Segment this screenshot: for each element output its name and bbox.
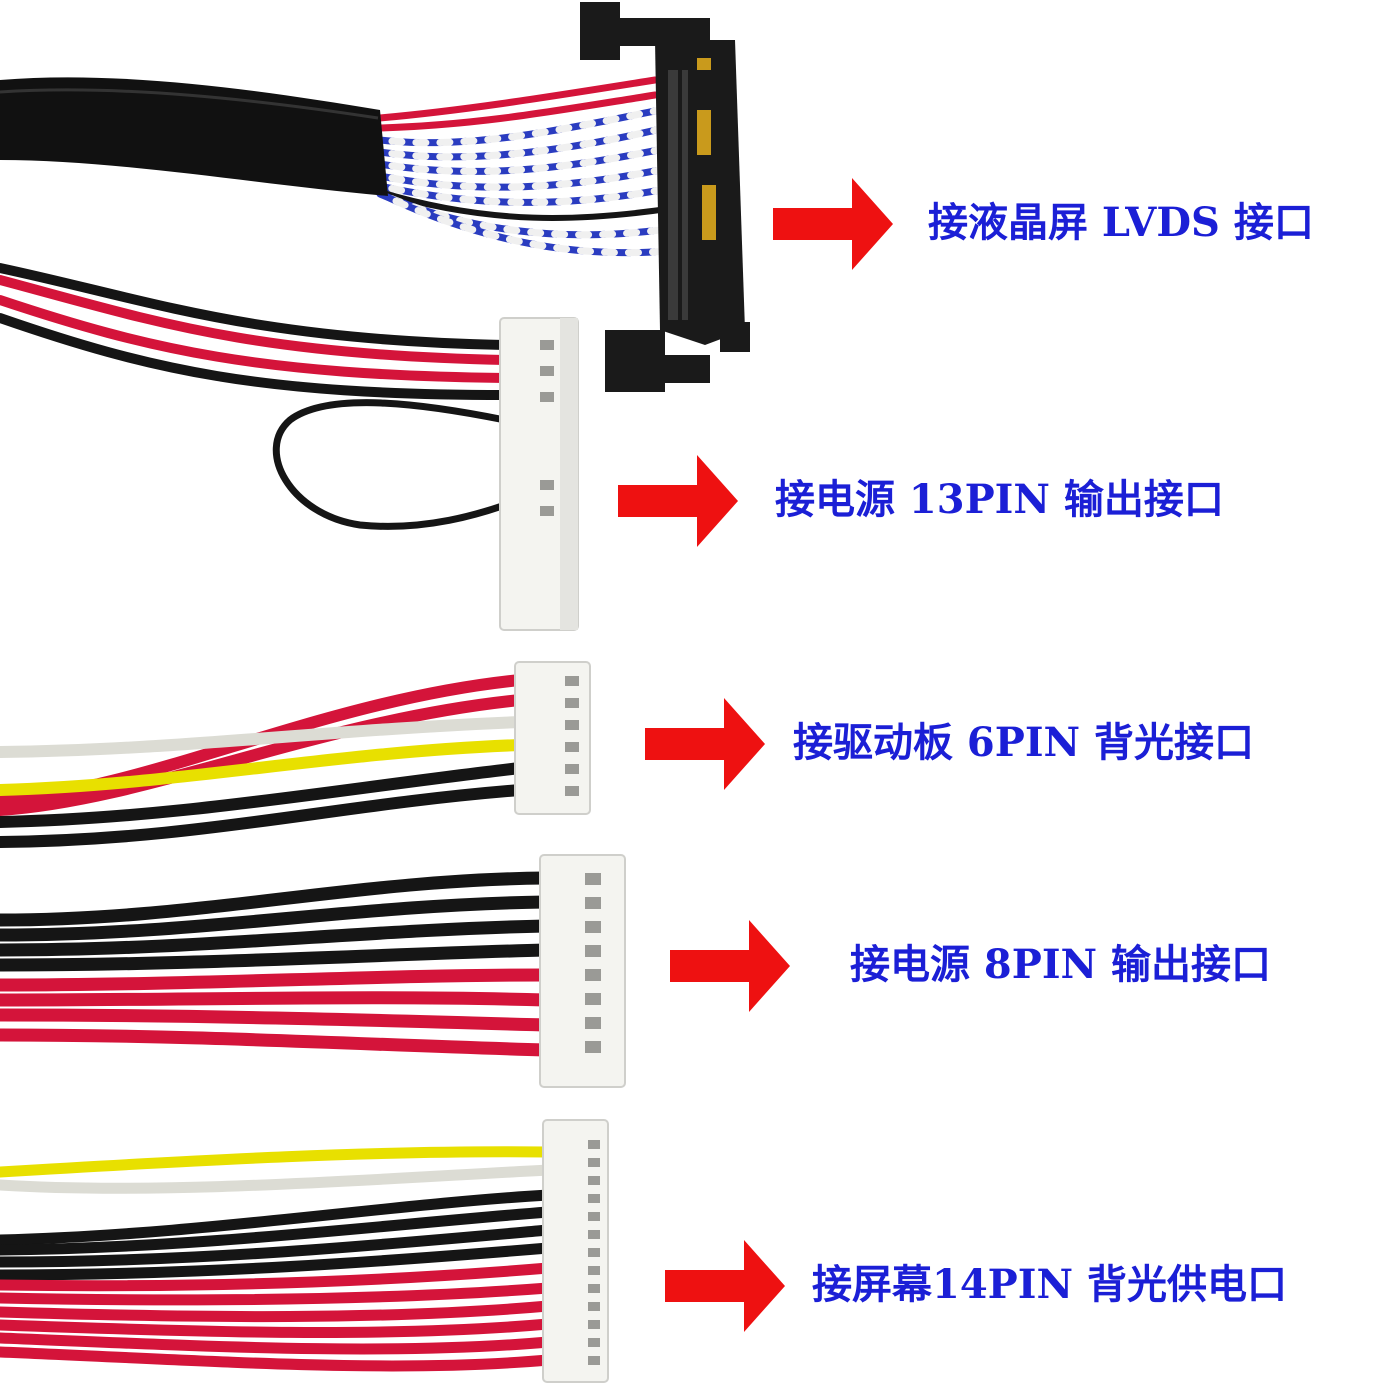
arrow-right-icon — [665, 1240, 785, 1332]
label-13pin-power-output: 接电源 13PIN 输出接口 — [775, 476, 1224, 523]
6pin-white-connector-icon — [514, 661, 591, 815]
arrow-right-icon — [773, 178, 893, 270]
14pin-white-connector-icon — [542, 1119, 609, 1383]
arrow-right-icon — [670, 920, 790, 1012]
13pin-cable — [0, 263, 510, 530]
label-8pin-power-output: 接电源 8PIN 输出接口 — [850, 941, 1272, 988]
label-6pin-backlight: 接驱动板 6PIN 背光接口 — [793, 719, 1255, 766]
lvds-connector-icon — [580, 2, 750, 392]
arrow-right-icon — [645, 698, 765, 790]
13pin-white-connector-icon — [499, 317, 579, 631]
lvds-cable — [0, 2, 750, 392]
8pin-white-connector-icon — [539, 854, 626, 1088]
6pin-cable — [0, 674, 526, 848]
arrow-right-icon — [618, 455, 738, 547]
8pin-cable — [0, 871, 552, 1057]
label-14pin-backlight-power: 接屏幕14PIN 背光供电口 — [812, 1261, 1287, 1308]
label-lvds-interface: 接液晶屏 LVDS 接口 — [928, 199, 1314, 246]
14pin-cable — [0, 1146, 554, 1372]
